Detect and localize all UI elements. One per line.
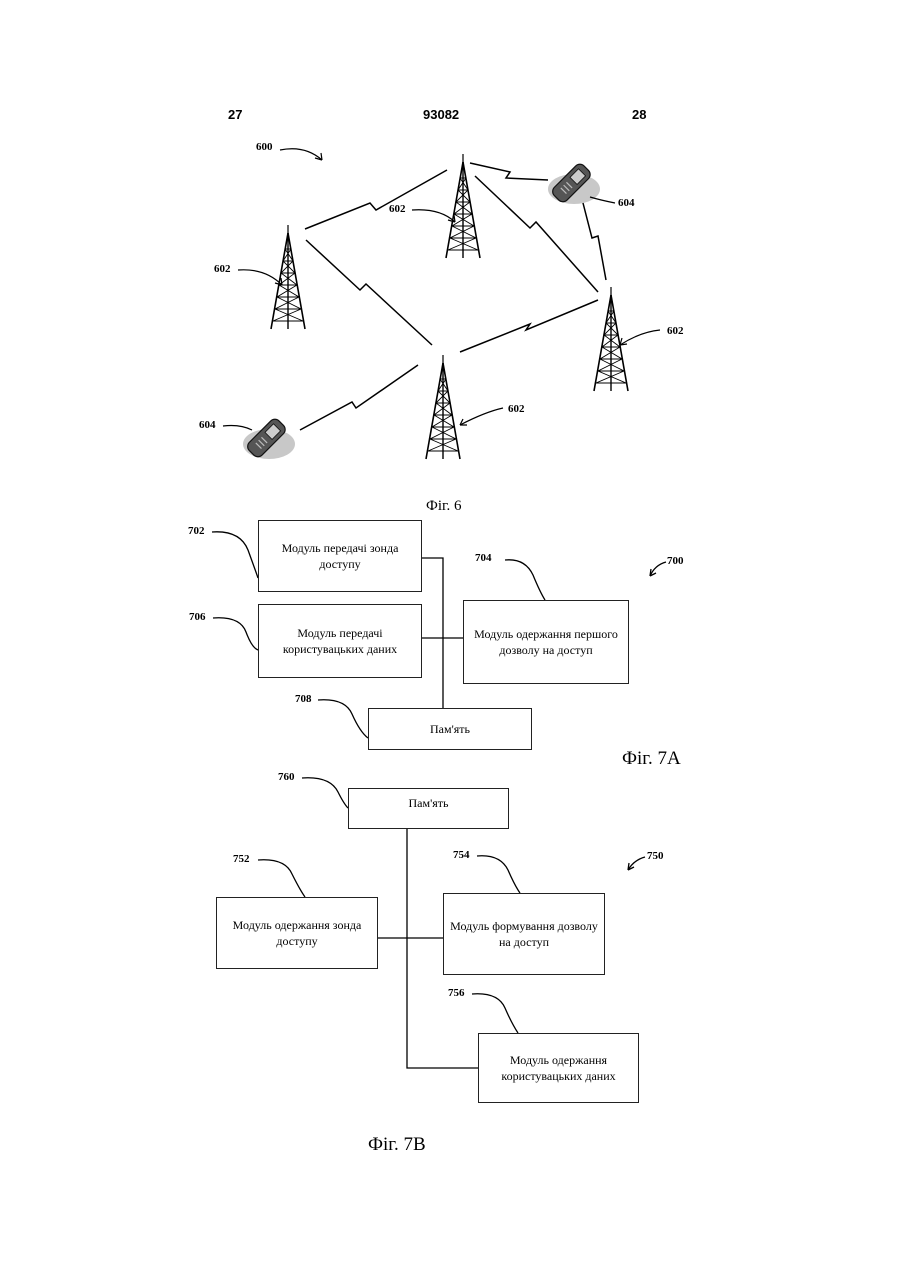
data-rx-module-box: Модуль одержання користувацьких даних xyxy=(478,1033,639,1103)
ref-754: 754 xyxy=(453,849,470,861)
grant-gen-module-box: Модуль формування дозволу на доступ xyxy=(443,893,605,975)
ref-750: 750 xyxy=(647,850,664,862)
probe-rx-module-box: Модуль одержання зонда доступу xyxy=(216,897,378,969)
fig7b-caption: Фіг. 7В xyxy=(368,1134,426,1156)
memory-7b-box: Пам'ять xyxy=(348,788,509,829)
ref-760: 760 xyxy=(278,771,295,783)
ref-756: 756 xyxy=(448,987,465,999)
ref-752: 752 xyxy=(233,853,250,865)
